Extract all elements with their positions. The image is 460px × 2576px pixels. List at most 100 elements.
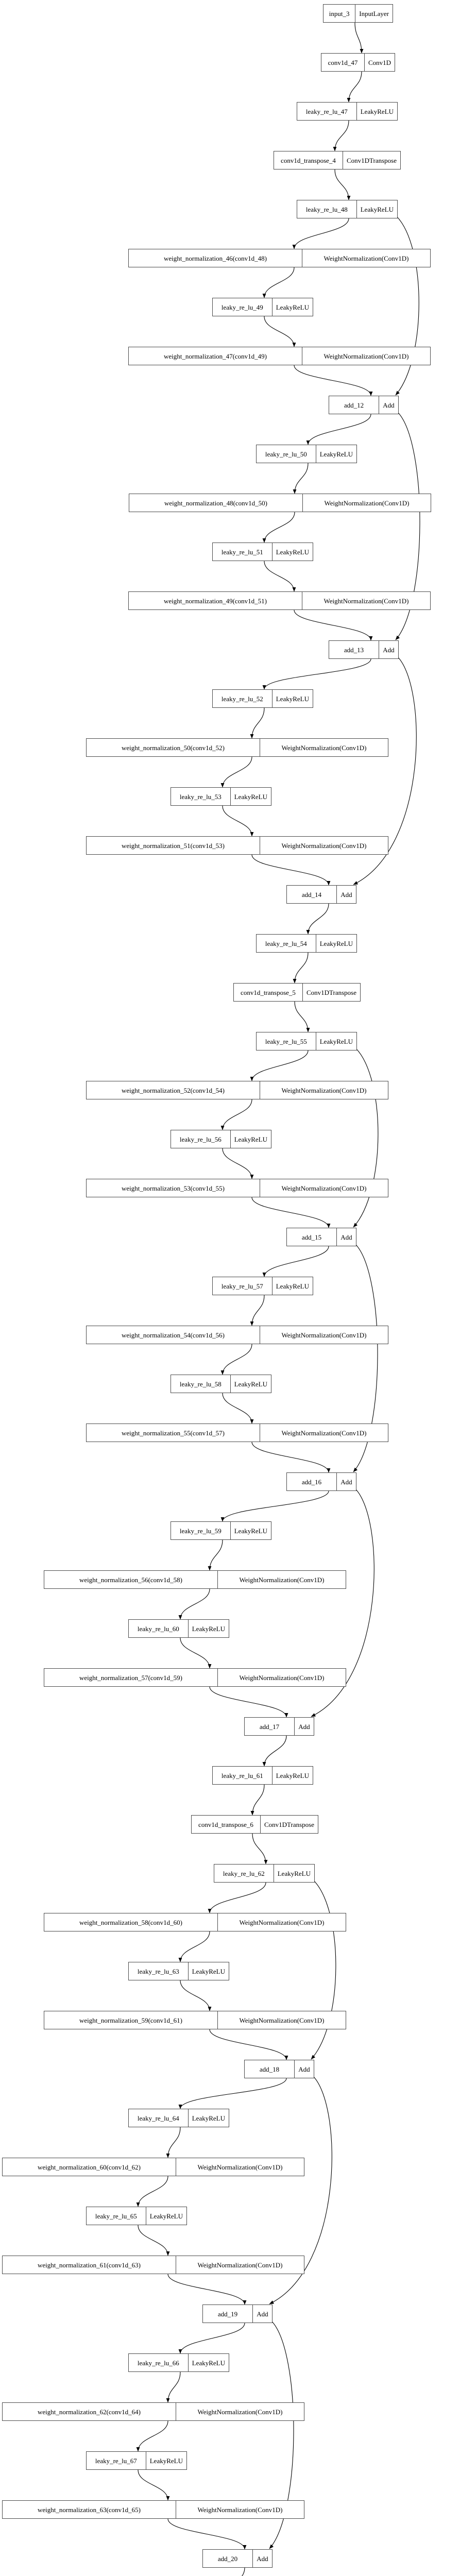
- graph-node[interactable]: weight_normalization_61(conv1d_63)Weight…: [2, 2256, 304, 2274]
- node-layer-name: leaky_re_lu_53: [171, 788, 231, 805]
- node-layer-type: Add: [340, 890, 352, 899]
- graph-edge: [347, 71, 362, 103]
- graph-node[interactable]: weight_normalization_54(conv1d_56)Weight…: [86, 1326, 388, 1344]
- node-layer-type: WeightNormalization(Conv1D): [281, 1184, 367, 1192]
- node-layer-type: LeakyReLU: [192, 2359, 225, 2367]
- graph-node[interactable]: weight_normalization_50(conv1d_52)Weight…: [86, 738, 388, 757]
- graph-node[interactable]: weight_normalization_52(conv1d_54)Weight…: [86, 1081, 388, 1099]
- node-layer-name: leaky_re_lu_56: [171, 1130, 231, 1148]
- graph-node[interactable]: weight_normalization_49(conv1d_51)Weight…: [128, 591, 431, 610]
- node-layer-name: weight_normalization_58(conv1d_60): [44, 1913, 218, 1931]
- node-layer-name: leaky_re_lu_66: [129, 2354, 189, 2371]
- graph-edge: [178, 1931, 210, 1962]
- node-layer-type: LeakyReLU: [360, 107, 394, 115]
- graph-node[interactable]: weight_normalization_58(conv1d_60)Weight…: [44, 1913, 346, 1931]
- node-layer-type: Add: [340, 1233, 352, 1241]
- graph-edge: [294, 365, 373, 396]
- graph-node[interactable]: weight_normalization_62(conv1d_64)Weight…: [2, 2402, 304, 2421]
- graph-node[interactable]: weight_normalization_47(conv1d_49)Weight…: [128, 347, 431, 365]
- node-layer-name: leaky_re_lu_55: [257, 1032, 316, 1050]
- node-layer-name: leaky_re_lu_54: [257, 935, 316, 952]
- graph-edge: [220, 1099, 252, 1130]
- node-layer-type: Conv1D: [368, 58, 391, 66]
- graph-node[interactable]: weight_normalization_48(conv1d_50)Weight…: [129, 494, 431, 512]
- node-layer-type: WeightNormalization(Conv1D): [281, 1086, 367, 1094]
- graph-node[interactable]: weight_normalization_63(conv1d_65)Weight…: [2, 2500, 304, 2519]
- node-layer-type: LeakyReLU: [234, 1527, 267, 1535]
- graph-edge: [136, 2420, 168, 2452]
- graph-edge: [395, 216, 419, 396]
- node-layer-type: Add: [383, 646, 395, 654]
- node-layer-name: weight_normalization_55(conv1d_57): [87, 1424, 260, 1442]
- graph-edge: [251, 1197, 331, 1228]
- graph-node[interactable]: weight_normalization_56(conv1d_58)Weight…: [44, 1570, 346, 1589]
- graph-node[interactable]: weight_normalization_60(conv1d_62)Weight…: [2, 2158, 304, 2176]
- node-layer-name: add_13: [329, 641, 379, 658]
- node-layer-type: LeakyReLU: [234, 1380, 267, 1388]
- node-layer-type: WeightNormalization(Conv1D): [197, 2408, 283, 2416]
- graph-node[interactable]: weight_normalization_55(conv1d_57)Weight…: [86, 1423, 388, 1442]
- graph-edge: [138, 2225, 170, 2256]
- node-layer-name: weight_normalization_60(conv1d_62): [3, 2158, 176, 2176]
- graph-node[interactable]: weight_normalization_53(conv1d_55)Weight…: [86, 1179, 388, 1197]
- node-layer-type: WeightNormalization(Conv1D): [323, 352, 409, 360]
- node-layer-name: weight_normalization_50(conv1d_52): [87, 739, 260, 756]
- graph-edge: [250, 1784, 265, 1816]
- graph-node[interactable]: add_13 Add: [329, 640, 399, 659]
- graph-node[interactable]: weight_normalization_57(conv1d_59)Weight…: [44, 1668, 346, 1687]
- graph-edge: [250, 1295, 265, 1326]
- node-layer-type: LeakyReLU: [192, 1624, 225, 1633]
- node-layer-type: InputLayer: [359, 9, 389, 18]
- node-layer-type: Conv1DTranspose: [264, 1820, 314, 1828]
- graph-edge: [220, 1344, 252, 1375]
- node-layer-name: leaky_re_lu_59: [171, 1522, 231, 1539]
- graph-node[interactable]: weight_normalization_59(conv1d_61)Weight…: [44, 2011, 346, 2029]
- graph-edge: [262, 658, 371, 690]
- node-layer-name: weight_normalization_49(conv1d_51): [129, 592, 302, 609]
- node-layer-type: LeakyReLU: [276, 548, 309, 556]
- graph-node[interactable]: weight_normalization_46(conv1d_48)Weight…: [128, 249, 431, 267]
- graph-edge: [178, 2323, 245, 2354]
- node-layer-name: weight_normalization_51(conv1d_53): [87, 837, 260, 854]
- graph-edge: [353, 1048, 379, 1228]
- graph-edge: [209, 1686, 288, 1718]
- node-layer-type: LeakyReLU: [360, 205, 394, 213]
- graph-edge: [180, 1637, 212, 1669]
- graph-edge: [306, 414, 371, 445]
- graph-node[interactable]: weight_normalization_51(conv1d_53)Weight…: [86, 836, 388, 855]
